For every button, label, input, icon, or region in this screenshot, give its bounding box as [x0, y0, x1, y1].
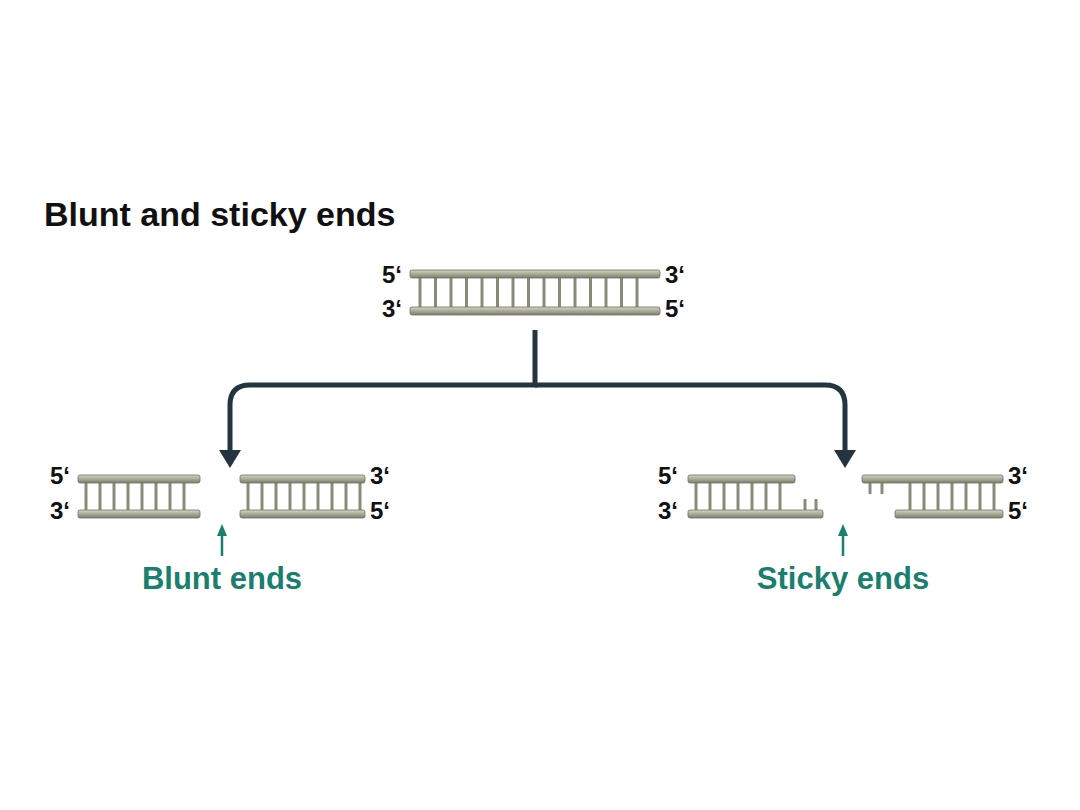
branch-line: [535, 385, 845, 452]
arrowhead: [219, 450, 241, 468]
base-pair: [923, 483, 926, 510]
base-pair: [765, 483, 768, 510]
pointer-line: [842, 534, 845, 556]
base-pair: [695, 483, 698, 510]
base-pair: [527, 278, 530, 307]
strand-end-label: 3‘: [665, 262, 685, 288]
base-pair: [979, 483, 982, 510]
dna-strand: [862, 475, 1003, 483]
branch-line: [230, 330, 535, 452]
dna-strand: [78, 475, 200, 483]
base-pair: [737, 483, 740, 510]
arrowheads: [219, 450, 856, 468]
base-pairs: [86, 278, 994, 510]
base-pair: [169, 483, 172, 510]
dna-strand: [688, 475, 795, 483]
dna-strand: [240, 510, 365, 518]
diagram-title: Blunt and sticky ends: [44, 196, 395, 233]
base-pair: [779, 483, 782, 510]
base-pair: [751, 483, 754, 510]
pointer-arrows: [217, 524, 848, 556]
base-pair: [937, 483, 940, 510]
base-pair: [636, 278, 639, 307]
dna-strand: [240, 475, 365, 483]
base-pair: [496, 278, 499, 307]
strand-end-label: 5‘: [370, 498, 390, 524]
base-pair: [815, 499, 818, 510]
base-pair: [303, 483, 306, 510]
dna-strand: [410, 270, 660, 278]
strand-end-label: 5‘: [50, 463, 70, 489]
base-pair: [558, 278, 561, 307]
base-pair: [99, 483, 102, 510]
base-pair: [419, 278, 422, 307]
arrowhead: [834, 450, 856, 468]
strand-end-label: 3‘: [658, 498, 678, 524]
strand-end-label: 5‘: [658, 463, 678, 489]
base-pair: [723, 483, 726, 510]
base-pair: [965, 483, 968, 510]
base-pair: [359, 483, 362, 510]
pointer-line: [221, 534, 224, 556]
end-type-label: Blunt ends: [142, 562, 302, 596]
base-pair: [183, 483, 186, 510]
strand-end-label: 3‘: [382, 296, 402, 322]
base-pair: [869, 483, 872, 494]
strand-end-label: 5‘: [382, 262, 402, 288]
end-type-label: Sticky ends: [757, 562, 929, 596]
dna-strand: [688, 510, 823, 518]
dna-strand: [410, 307, 660, 315]
strand-end-label: 5‘: [1008, 498, 1028, 524]
base-pair: [881, 483, 884, 494]
base-pair: [450, 278, 453, 307]
pointer-head: [838, 524, 848, 536]
pointer-head: [217, 524, 227, 536]
base-pair: [113, 483, 116, 510]
base-pair: [481, 278, 484, 307]
base-pair: [127, 483, 130, 510]
base-pair: [465, 278, 468, 307]
base-pair: [574, 278, 577, 307]
strand-end-label: 3‘: [1008, 463, 1028, 489]
base-pair: [589, 278, 592, 307]
base-pair: [620, 278, 623, 307]
dna-strand: [78, 510, 200, 518]
base-pair: [317, 483, 320, 510]
base-pair: [993, 483, 996, 510]
base-pair: [261, 483, 264, 510]
base-pair: [289, 483, 292, 510]
strand-end-label: 5‘: [665, 296, 685, 322]
base-pair: [434, 278, 437, 307]
base-pair: [804, 499, 807, 510]
base-pair: [345, 483, 348, 510]
strand-end-label: 3‘: [50, 498, 70, 524]
dna-strands: [78, 270, 1003, 518]
strand-end-label: 3‘: [370, 463, 390, 489]
base-pair: [275, 483, 278, 510]
base-pair: [543, 278, 546, 307]
split-connector: [230, 330, 845, 452]
base-pair: [247, 483, 250, 510]
base-pair: [141, 483, 144, 510]
base-pair: [85, 483, 88, 510]
base-pair: [605, 278, 608, 307]
base-pair: [512, 278, 515, 307]
base-pair: [331, 483, 334, 510]
dna-strand: [895, 510, 1003, 518]
base-pair: [909, 483, 912, 510]
base-pair: [155, 483, 158, 510]
base-pair: [951, 483, 954, 510]
base-pair: [709, 483, 712, 510]
